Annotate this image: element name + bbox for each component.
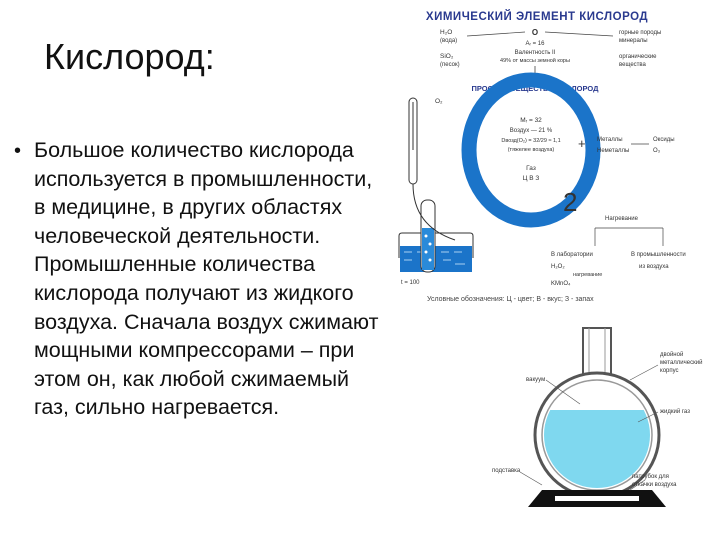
right-2: Неметаллы bbox=[597, 148, 629, 154]
right-4: O₃ bbox=[653, 148, 661, 154]
inside-4: (тяжелее воздуха) bbox=[508, 147, 555, 153]
top-right-4: вещества bbox=[619, 62, 647, 68]
oxygen-scheme-diagram: ХИМИЧЕСКИЙ ЭЛЕМЕНТ КИСЛОРОД H₂O (вода) S… bbox=[398, 10, 686, 303]
inside-5: Газ bbox=[526, 165, 536, 172]
industry-1: В промышленности bbox=[631, 252, 686, 258]
top-center-3: Валентность II bbox=[515, 50, 556, 56]
bullet-marker: • bbox=[14, 140, 22, 162]
label-wall-1: двойной bbox=[660, 351, 683, 358]
tube-label: O₂ bbox=[435, 98, 443, 105]
right-1: Металлы bbox=[597, 137, 623, 143]
inside-1: Mᵣ = 32 bbox=[520, 117, 542, 124]
inside-2: Воздух — 21 % bbox=[510, 128, 553, 134]
top-center-4: 49% от массы земной коры bbox=[500, 57, 570, 64]
label-valve-1: патрубок для bbox=[632, 474, 669, 480]
scheme-subheading: ПРОСТОЕ ВЕЩЕСТВО КИСЛОРОД bbox=[472, 84, 600, 93]
top-center-2: Aᵣ = 16 bbox=[526, 41, 546, 47]
top-left-4: (песок) bbox=[440, 62, 460, 68]
inside-6: Ц В З bbox=[523, 175, 540, 182]
top-left-3: SiO₂ bbox=[440, 53, 454, 60]
inside-3: Dвозд(O₂) = 32/29 ≈ 1,1 bbox=[501, 138, 560, 144]
lab-1: В лаборатории bbox=[551, 252, 593, 258]
water-bath bbox=[400, 246, 472, 272]
top-left-1: H₂O bbox=[440, 29, 452, 36]
top-right-2: минералы bbox=[619, 38, 648, 44]
lab-2: H₂O₂ bbox=[551, 264, 565, 270]
scheme-footnote: Условные обозначения: Ц - цвет; В - вкус… bbox=[427, 295, 594, 303]
industry-2: из воздуха bbox=[639, 264, 669, 270]
slide-body-text: Большое количество кислорода используетс… bbox=[34, 138, 379, 420]
big-subscript: 2 bbox=[563, 187, 577, 217]
top-left-2: (вода) bbox=[440, 38, 457, 44]
big-o-letter bbox=[461, 72, 601, 228]
dewar-flask-diagram: вакуум двойной металлический корпус жидк… bbox=[492, 327, 702, 507]
plus-sign: + bbox=[578, 136, 586, 151]
label-valve-2: откачки воздуха bbox=[632, 482, 677, 488]
scheme-heading: ХИМИЧЕСКИЙ ЭЛЕМЕНТ КИСЛОРОД bbox=[426, 10, 648, 23]
top-right-1: горные породы bbox=[619, 30, 661, 36]
lab-4: KMnO₄ bbox=[551, 281, 571, 287]
bath-label: t = 100 bbox=[401, 280, 420, 286]
heat-label: Нагревание bbox=[605, 216, 639, 222]
top-right-3: органические bbox=[619, 54, 657, 60]
right-3: Оксиды bbox=[653, 137, 675, 143]
label-wall-3: корпус bbox=[660, 368, 679, 374]
label-vacuum: вакуум bbox=[526, 377, 545, 383]
top-center-1: O bbox=[532, 28, 538, 37]
label-liquid: жидкий газ bbox=[660, 408, 690, 415]
label-wall-2: металлический bbox=[660, 359, 702, 366]
lab-3: нагревание bbox=[573, 272, 602, 278]
label-stand: подставка bbox=[492, 468, 521, 474]
slide-title: Кислород: bbox=[44, 36, 215, 77]
